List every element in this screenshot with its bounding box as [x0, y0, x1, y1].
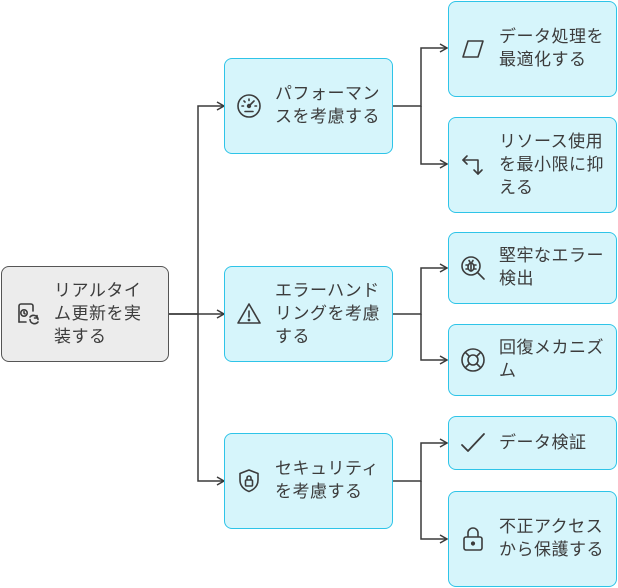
branch-error-handling: エラーハンドリングを考慮する	[224, 266, 393, 362]
parallelogram-icon	[459, 35, 487, 63]
leaf-optimize-processing: データ処理を最適化する	[448, 1, 617, 97]
edge-root-performance	[169, 101, 226, 315]
speedometer-icon	[235, 92, 263, 120]
edge-performance-resources	[420, 106, 449, 169]
branch-performance-label: パフォーマンスを考慮する	[275, 84, 380, 127]
lock-icon	[459, 525, 487, 553]
shield-lock-icon	[235, 467, 263, 495]
edge-error-detect	[393, 263, 449, 315]
lifebuoy-icon	[459, 346, 487, 374]
branch-security: セキュリティを考慮する	[224, 433, 393, 529]
edge-security-protect	[420, 481, 449, 544]
leaf-recovery: 回復メカニズム	[448, 324, 617, 396]
bug-search-icon	[459, 254, 487, 282]
leaf-error-detection: 堅牢なエラー検出	[448, 232, 617, 304]
leaf-data-validation: データ検証	[448, 416, 617, 470]
root-label: リアルタイム更新を実装する	[54, 280, 142, 347]
leaf-recovery-label: 回復メカニズム	[499, 338, 604, 381]
warning-icon	[235, 300, 263, 328]
edge-performance-optimize	[393, 43, 449, 107]
branch-error-handling-label: エラーハンドリングを考慮する	[275, 280, 380, 347]
branch-security-label: セキュリティを考慮する	[275, 459, 379, 502]
leaf-unauthorized-access: 不正アクセスから保護する	[448, 491, 617, 587]
leaf-data-validation-label: データ検証	[499, 432, 587, 453]
leaf-optimize-processing-label: データ処理を最適化する	[499, 27, 604, 70]
checkmark-icon	[459, 429, 487, 457]
edge-security-validation	[393, 438, 449, 482]
leaf-minimize-resources: リソース使用を最小限に抑える	[448, 117, 617, 213]
edge-error-recovery	[420, 314, 449, 365]
leaf-minimize-resources-label: リソース使用を最小限に抑える	[499, 131, 604, 198]
clock-sync-icon	[14, 300, 42, 328]
leaf-error-detection-label: 堅牢なエラー検出	[499, 246, 604, 289]
edge-root-security	[197, 314, 226, 486]
root-node: リアルタイム更新を実装する	[1, 266, 169, 362]
leaf-unauthorized-access-label: 不正アクセスから保護する	[499, 517, 604, 560]
branch-performance: パフォーマンスを考慮する	[224, 58, 393, 154]
corner-arrow-icon	[459, 151, 487, 179]
